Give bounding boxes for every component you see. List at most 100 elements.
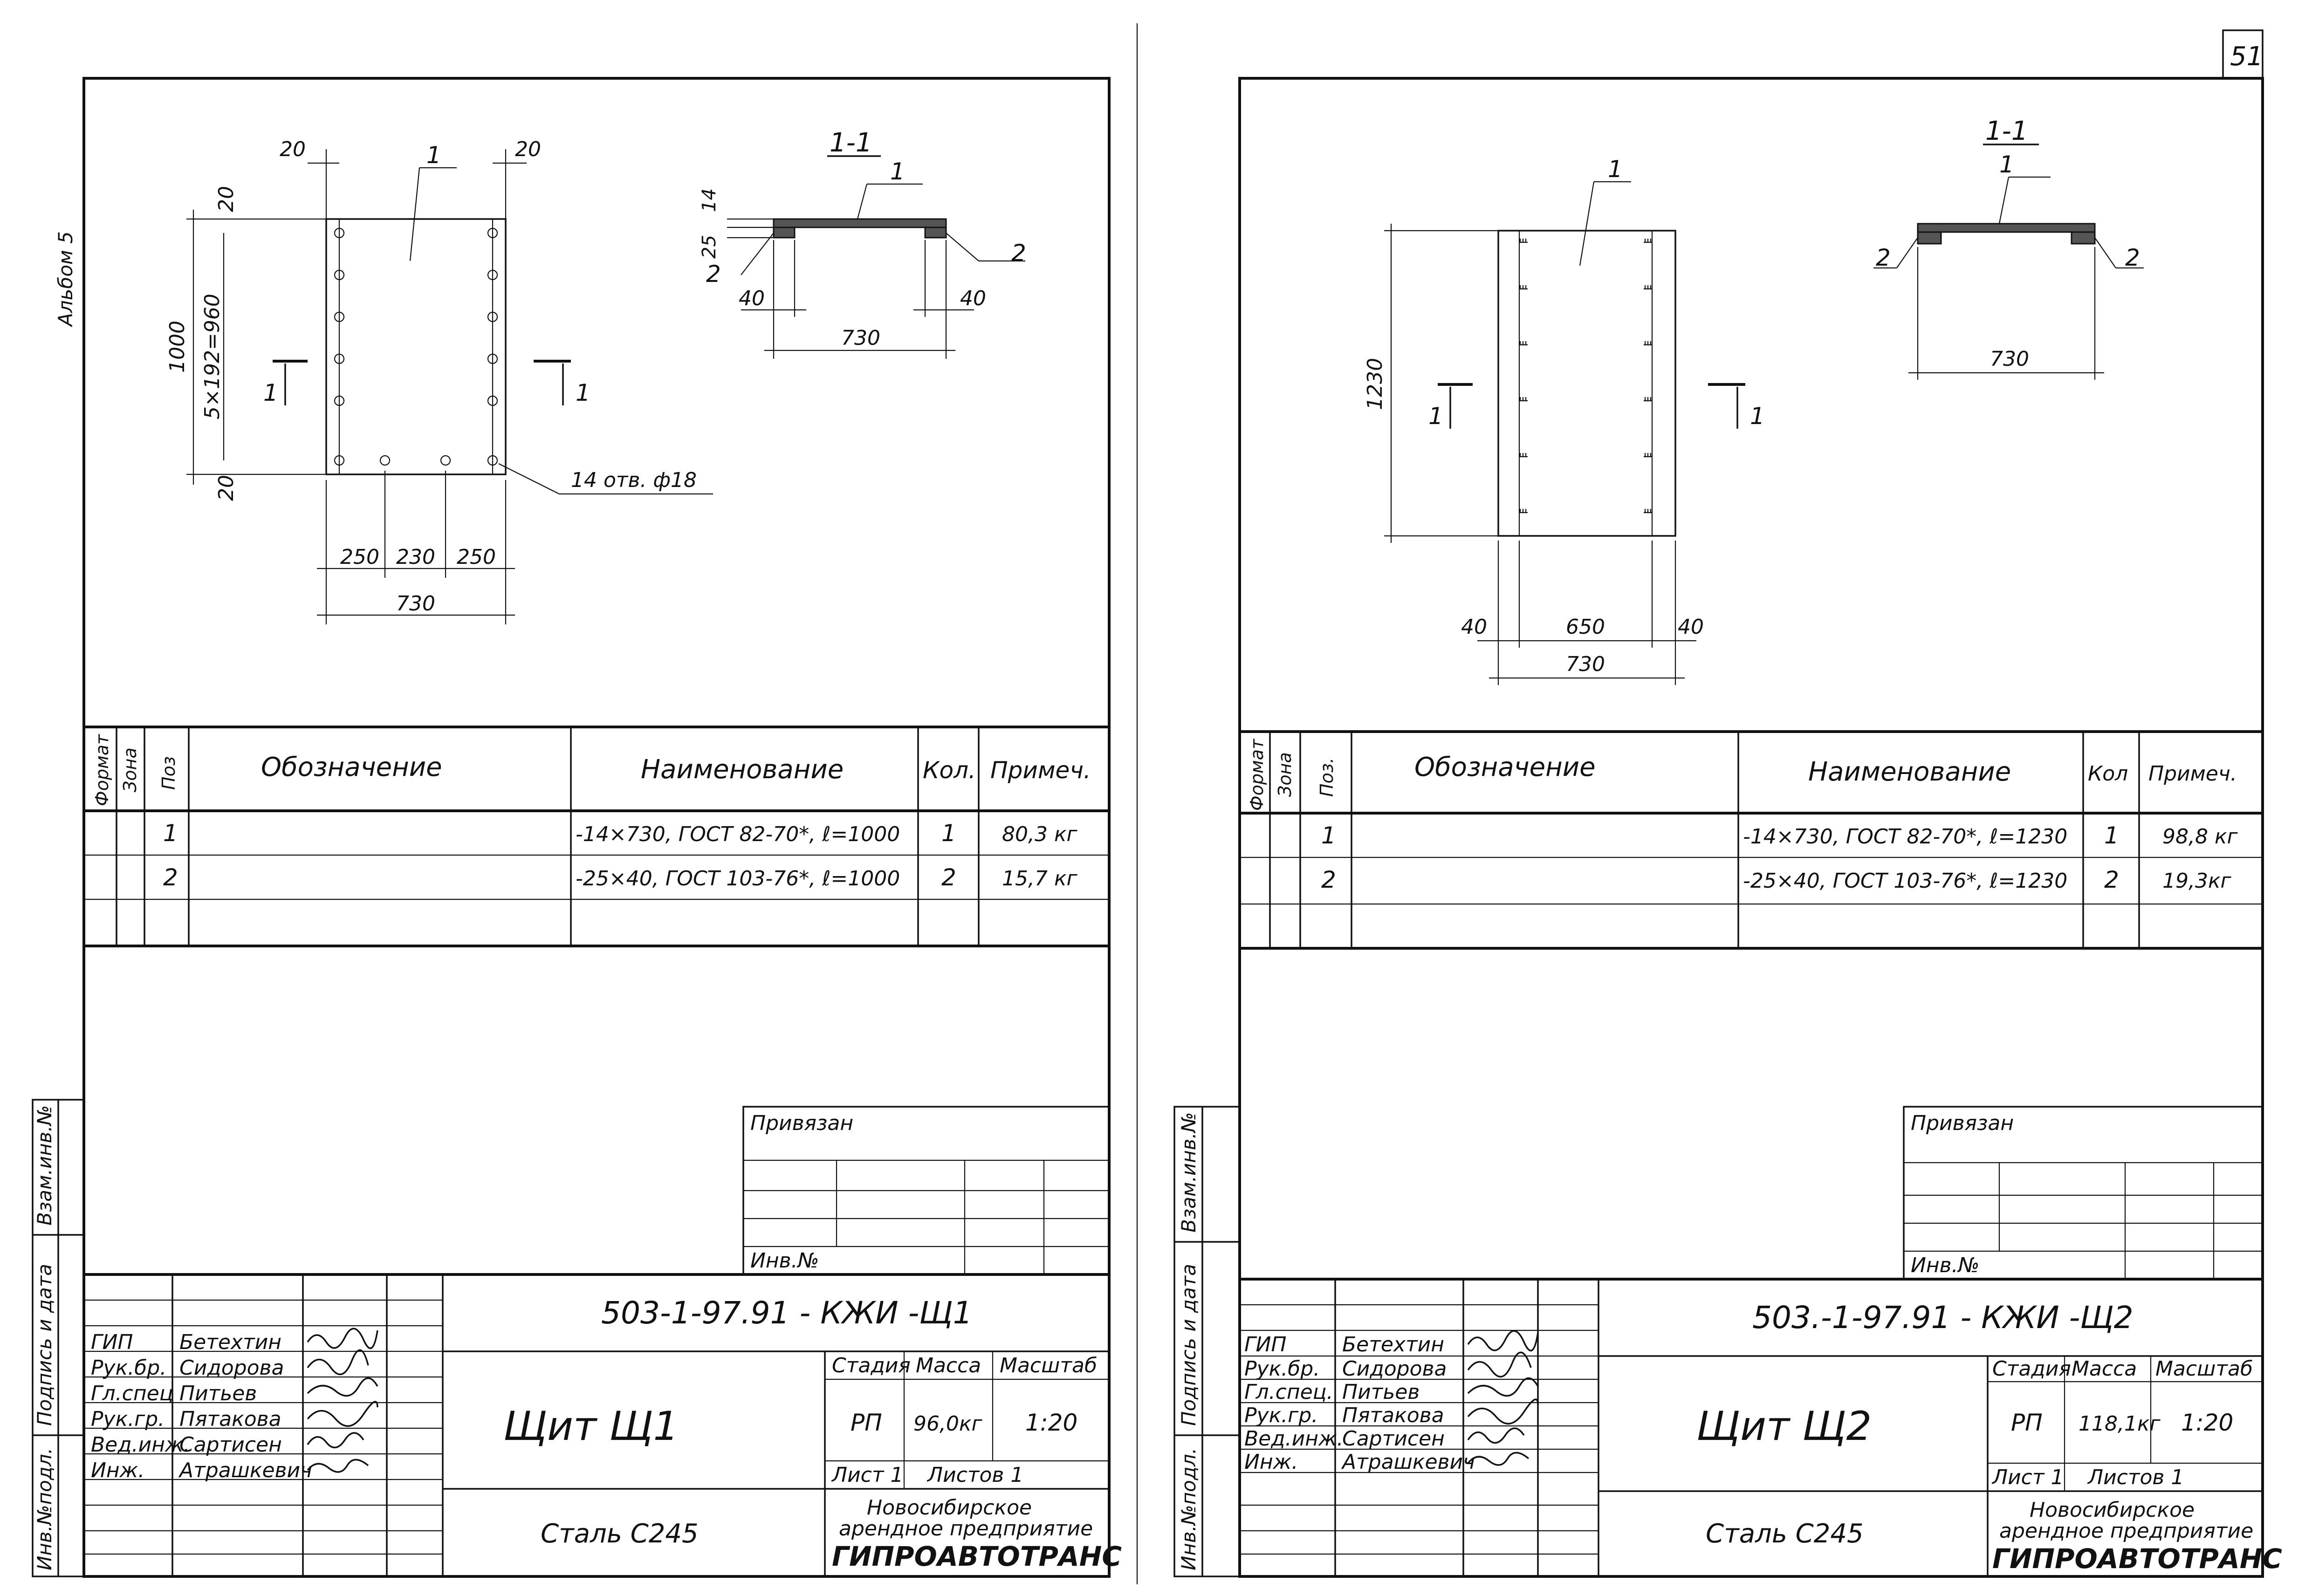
r-sec-leader-plate: 1 (1999, 151, 2014, 178)
r-side-vz: Взам.инв.№ (1177, 1112, 1200, 1233)
r-row2-qty: 2 (2104, 866, 2119, 893)
holes-note: 14 отв. ф18 (571, 468, 697, 492)
row2-note: 15,7 кг (1002, 867, 1078, 890)
r-name-0: Бетехтин (1342, 1333, 1444, 1356)
right-frame (1238, 77, 2264, 1578)
role-0: ГИП (91, 1330, 133, 1354)
r-role-2: Гл.спец. (1244, 1380, 1333, 1404)
r-stage-value: РП (2011, 1409, 2043, 1436)
r-row1-qty: 1 (2104, 822, 2119, 849)
name-1: Сидорова (179, 1356, 284, 1380)
r-org-line1: Новосибирское (2030, 1498, 2195, 1522)
right-section-view: 1-1 730 1 2 2 (1873, 116, 2144, 380)
r-dim-730: 730 (1566, 652, 1605, 676)
r-row1-pos: 1 (1321, 822, 1336, 849)
r-dim-1230: 1230 (1363, 358, 1387, 410)
row2-qty: 2 (941, 864, 956, 891)
left-section-view: 1-1 14 25 40 40 730 1 2 (699, 128, 1026, 359)
r-role-1: Рук.бр. (1244, 1357, 1320, 1381)
row1-name: -14×730, ГОСТ 82-70*, ℓ=1000 (576, 822, 900, 846)
left-frame (82, 77, 1111, 1578)
sheets-total: Листов 1 (926, 1463, 1023, 1487)
r-hdr-name: Наименование (1808, 757, 2011, 787)
hdr-pos: Поз (158, 756, 179, 790)
r-drawing-title: Щит Щ2 (1696, 1403, 1872, 1450)
r-inv-no-label: Инв.№ (1911, 1254, 1979, 1277)
r-row1-note: 98,8 кг (2162, 825, 2238, 849)
org-line1: Новосибирское (867, 1496, 1032, 1520)
sec-leader-strip-left: 2 (706, 260, 721, 288)
section-mark-left: 1 (263, 379, 278, 406)
r-hdr-qty: Кол (2088, 762, 2128, 786)
org-line2: арендное предприятие (839, 1517, 1093, 1541)
sec-dim-40-left: 40 (739, 287, 765, 310)
r-role-4: Вед.инж. (1244, 1427, 1344, 1451)
name-5: Атрашкевич (178, 1459, 312, 1482)
name-3: Пятакова (179, 1407, 281, 1431)
r-role-0: ГИП (1244, 1333, 1287, 1356)
sec-leader-strip-right: 2 (1011, 240, 1026, 267)
r-name-5: Атрашкевич (1341, 1450, 1475, 1474)
left-spec-table: Формат Зона Поз Обозначение Наименование… (84, 726, 1109, 947)
r-hdr-designation: Обозначение (1414, 752, 1596, 782)
name-4: Сартисен (179, 1433, 282, 1457)
r-stage-header: Стадия (1992, 1357, 2071, 1381)
inv-no-label: Инв.№ (750, 1249, 819, 1273)
sheet-no: Лист 1 (831, 1463, 903, 1487)
r-sec-leader-strip-left: 2 (1876, 244, 1891, 271)
r-name-3: Пятакова (1342, 1404, 1444, 1427)
r-hdr-zone: Зона (1275, 752, 1295, 797)
page-number: 51 (2230, 41, 2263, 72)
dim-20-side-top: 20 (214, 186, 238, 212)
sec-dim-40-right: 40 (960, 287, 986, 310)
mass-value: 96,0кг (913, 1412, 983, 1436)
r-leader-plate: 1 (1608, 156, 1623, 183)
album-label: Альбом 5 (54, 231, 77, 328)
right-side-strip: Взам.инв.№ Подпись и дата Инв.№подл. (1173, 1106, 1241, 1577)
right-plate-outline (1497, 230, 1676, 537)
hdr-zone: Зона (120, 747, 140, 792)
role-4: Вед.инж. (91, 1433, 190, 1457)
sec-dim-25: 25 (699, 235, 720, 259)
stage-value: РП (851, 1409, 882, 1436)
left-signatures (307, 1328, 378, 1473)
left-plan-view: 20 20 20 20 1000 5×192=960 14 отв. ф18 2… (165, 137, 713, 624)
right-weld-marks (1519, 239, 1652, 514)
material: Сталь С245 (541, 1519, 699, 1549)
role-3: Рук.гр. (91, 1407, 165, 1431)
right-attach-block: Привязан Инв.№ (1903, 1106, 2264, 1280)
org-line3: ГИПРОАВТОТРАНС (832, 1541, 1122, 1572)
r-side-inv: Инв.№подл. (1177, 1448, 1200, 1570)
r-hdr-note: Примеч. (2148, 762, 2237, 786)
row2-pos: 2 (163, 864, 178, 891)
r-sec-dim-730: 730 (1990, 347, 2029, 371)
row1-note: 80,3 кг (1002, 822, 1078, 846)
attached-label: Привязан (750, 1111, 853, 1135)
dim-1000: 1000 (165, 321, 189, 373)
r-hdr-format: Формат (1247, 738, 1267, 811)
dim-20-top-right: 20 (515, 137, 541, 161)
r-scale-value: 1:20 (2181, 1409, 2233, 1436)
r-org-line3: ГИПРОАВТОТРАНС (1992, 1543, 2282, 1575)
left-drawing: Альбом 5 (32, 77, 1122, 1578)
stage-header: Стадия (832, 1354, 911, 1377)
r-attached-label: Привязан (1911, 1111, 2014, 1135)
left-attach-block: Привязан Инв.№ (742, 1106, 1110, 1275)
left-side-strip: Взам.инв.№ Подпись и дата Инв.№подл. (32, 1099, 85, 1577)
scale-header: Масштаб (1000, 1354, 1097, 1377)
drawing-title: Щит Щ1 (503, 1403, 679, 1450)
leader-plate: 1 (426, 142, 441, 169)
r-role-5: Инж. (1244, 1450, 1298, 1474)
r-scale-header: Масштаб (2155, 1357, 2253, 1381)
r-dim-40-left: 40 (1461, 615, 1487, 639)
page-number-box (2222, 29, 2264, 79)
row2-name: -25×40, ГОСТ 103-76*, ℓ=1000 (576, 867, 900, 890)
r-row1-name: -14×730, ГОСТ 82-70*, ℓ=1230 (1743, 825, 2067, 849)
r-row2-pos: 2 (1321, 866, 1336, 893)
r-dim-40-right: 40 (1678, 615, 1704, 639)
section-mark-right: 1 (576, 379, 590, 406)
mass-header: Масса (916, 1354, 981, 1377)
side-inv: Инв.№подл. (33, 1448, 56, 1570)
r-dim-650: 650 (1566, 615, 1605, 639)
dim-20-side-bottom: 20 (214, 475, 238, 501)
